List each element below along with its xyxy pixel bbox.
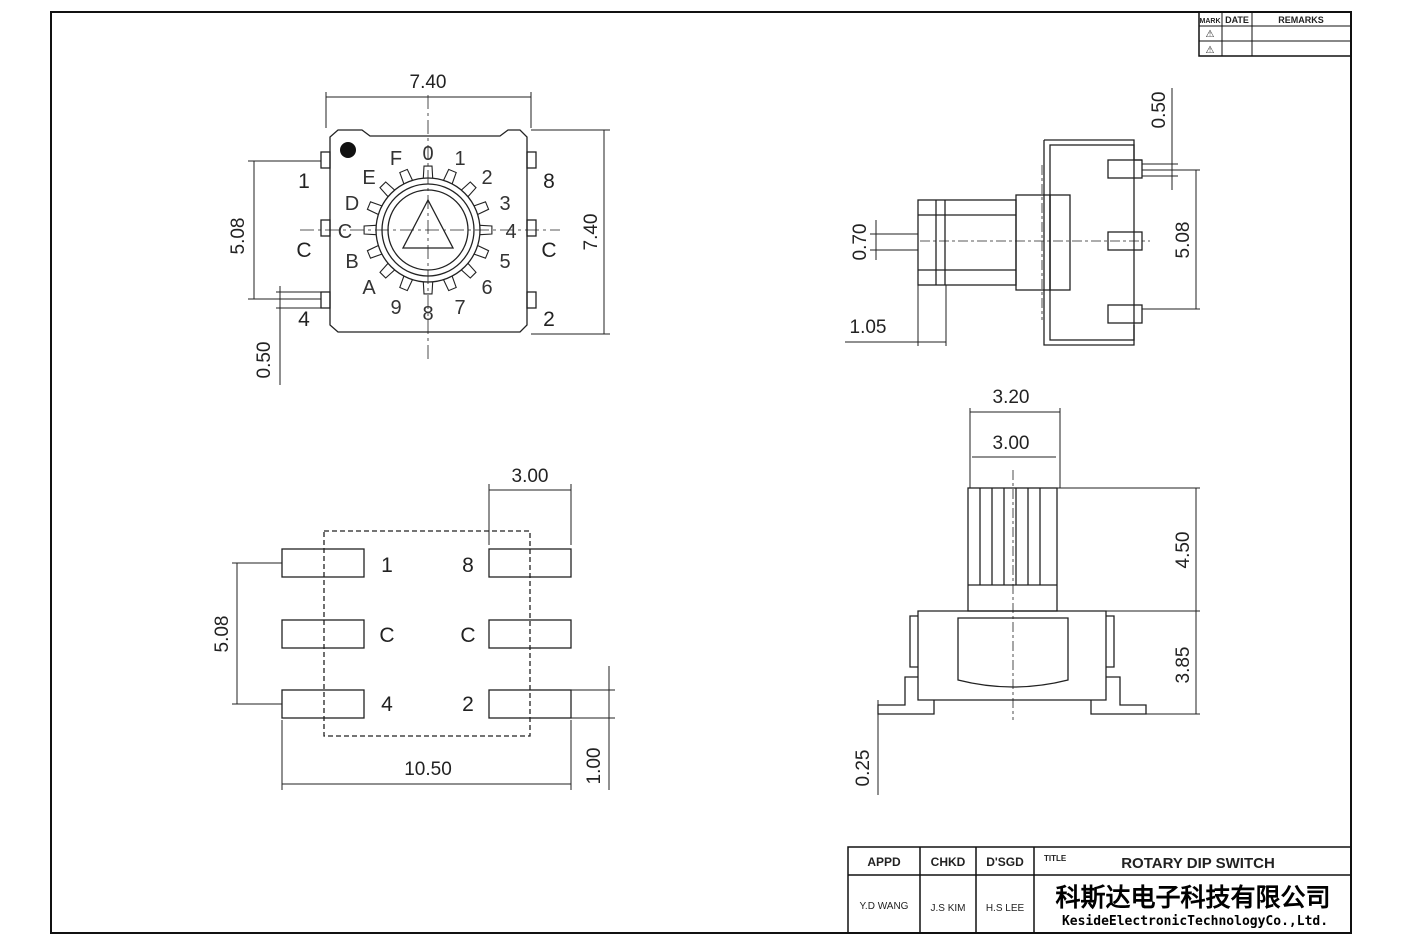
top-height-dimension: 7.40 <box>581 214 602 251</box>
front-view <box>877 470 1147 720</box>
pin-label-1: 1 <box>298 170 310 193</box>
dial-tooth <box>460 262 477 279</box>
side-pitch-dimension: 5.08 <box>1173 222 1194 259</box>
dial-label: A <box>362 277 376 299</box>
dial-tooth <box>443 275 457 292</box>
dial-tooth <box>422 165 434 179</box>
dial-label: 7 <box>454 297 465 319</box>
overall-length-dimension: 10.50 <box>404 759 452 780</box>
appd-name: Y.D WANG <box>860 901 909 912</box>
pin-label-c-right: C <box>541 239 556 262</box>
dial-tooth <box>366 201 383 215</box>
warning-icon: ⚠ <box>1206 45 1215 56</box>
pin-label-c-left: C <box>296 239 311 262</box>
dial-tooth <box>422 281 434 295</box>
side-offset-dimension: 1.05 <box>850 317 887 338</box>
body-height-dimension: 3.85 <box>1173 647 1194 684</box>
dial-label: 2 <box>481 167 492 189</box>
pin-label-4: 4 <box>298 308 310 331</box>
dial-tooth <box>473 245 490 259</box>
dsgd-header: D'SGD <box>986 855 1024 869</box>
pad-label-4: 4 <box>381 693 393 716</box>
appd-header: APPD <box>867 855 901 869</box>
chkd-name: J.S KIM <box>930 903 965 914</box>
dial-tooth <box>363 224 377 236</box>
company-name-chinese: 科斯达电子科技有限公司 <box>1055 883 1330 912</box>
dial-label: 1 <box>454 148 465 170</box>
side-top-pin-dimension: 0.50 <box>1149 92 1170 129</box>
dial-label: D <box>345 193 359 215</box>
dial-tooth <box>479 224 493 236</box>
dial-label: 5 <box>499 251 510 273</box>
dial-label: 8 <box>422 303 433 325</box>
dial-teeth <box>363 165 493 295</box>
pad-label-8: 8 <box>462 554 474 577</box>
sheet-border <box>50 11 1352 934</box>
dial-position-labels: 0 1 2 3 4 5 6 7 8 9 A B C D E F <box>338 143 517 325</box>
dial-label: E <box>362 167 375 189</box>
pad-width-dimension: 3.00 <box>512 466 549 487</box>
rev-header-date: DATE <box>1225 15 1249 25</box>
warning-icon: ⚠ <box>1206 29 1215 40</box>
side-view-dimensions <box>845 88 1200 346</box>
front-view-dimensions <box>877 408 1200 795</box>
knob-inner-dimension: 3.00 <box>993 433 1030 454</box>
pad-label-c-left: C <box>379 624 394 647</box>
side-shaft-dimension: 0.70 <box>850 224 871 261</box>
pin-label-8: 8 <box>543 170 555 193</box>
dsgd-name: H.S LEE <box>986 903 1025 914</box>
dial-label: B <box>345 251 358 273</box>
dial-label: F <box>390 148 402 170</box>
dial-tooth <box>379 181 396 198</box>
rev-header-remarks: REMARKS <box>1278 15 1324 25</box>
dial-tooth <box>379 262 396 279</box>
dial-label: 9 <box>390 297 401 319</box>
knob-outer-dimension: 3.20 <box>993 387 1030 408</box>
dial-tooth <box>366 245 383 259</box>
dial-tooth <box>443 168 457 185</box>
title-header: TITLE <box>1044 854 1067 863</box>
pin-label-2: 2 <box>543 308 555 331</box>
dial-tooth <box>399 168 413 185</box>
dial-tooth <box>473 201 490 215</box>
top-view-dimensions <box>248 92 610 385</box>
dial-label: 6 <box>481 277 492 299</box>
pad-label-c-right: C <box>460 624 475 647</box>
top-pitch-dimension: 5.08 <box>228 218 249 255</box>
footprint-dimensions <box>232 484 615 790</box>
side-view <box>917 139 1150 346</box>
chkd-header: CHKD <box>931 855 966 869</box>
title-block <box>847 846 1352 934</box>
knob-height-dimension: 4.50 <box>1173 532 1194 569</box>
top-pin-width-dimension: 0.50 <box>254 342 275 379</box>
pad-label-2: 2 <box>462 693 474 716</box>
rev-header-mark: MARK <box>1200 18 1221 25</box>
footprint-view <box>281 530 572 737</box>
dial-label: C <box>338 221 352 243</box>
dial-label: 3 <box>499 193 510 215</box>
pad-label-1: 1 <box>381 554 393 577</box>
top-view <box>300 95 560 360</box>
pad-height-dimension: 1.00 <box>584 748 605 785</box>
dial-tooth <box>460 181 477 198</box>
dial-label: 4 <box>505 221 516 243</box>
lead-thickness-dimension: 0.25 <box>853 750 874 787</box>
drawing-title: ROTARY DIP SWITCH <box>1121 855 1275 872</box>
dial-label: 0 <box>422 143 433 165</box>
revision-table: MARK DATE REMARKS ⚠ ⚠ <box>1198 11 1352 57</box>
dial-tooth <box>399 275 413 292</box>
company-name-english: KesideElectronicTechnologyCo.,Ltd. <box>1062 914 1328 929</box>
top-width-dimension: 7.40 <box>410 72 447 93</box>
footprint-pitch-dimension: 5.08 <box>212 616 233 653</box>
